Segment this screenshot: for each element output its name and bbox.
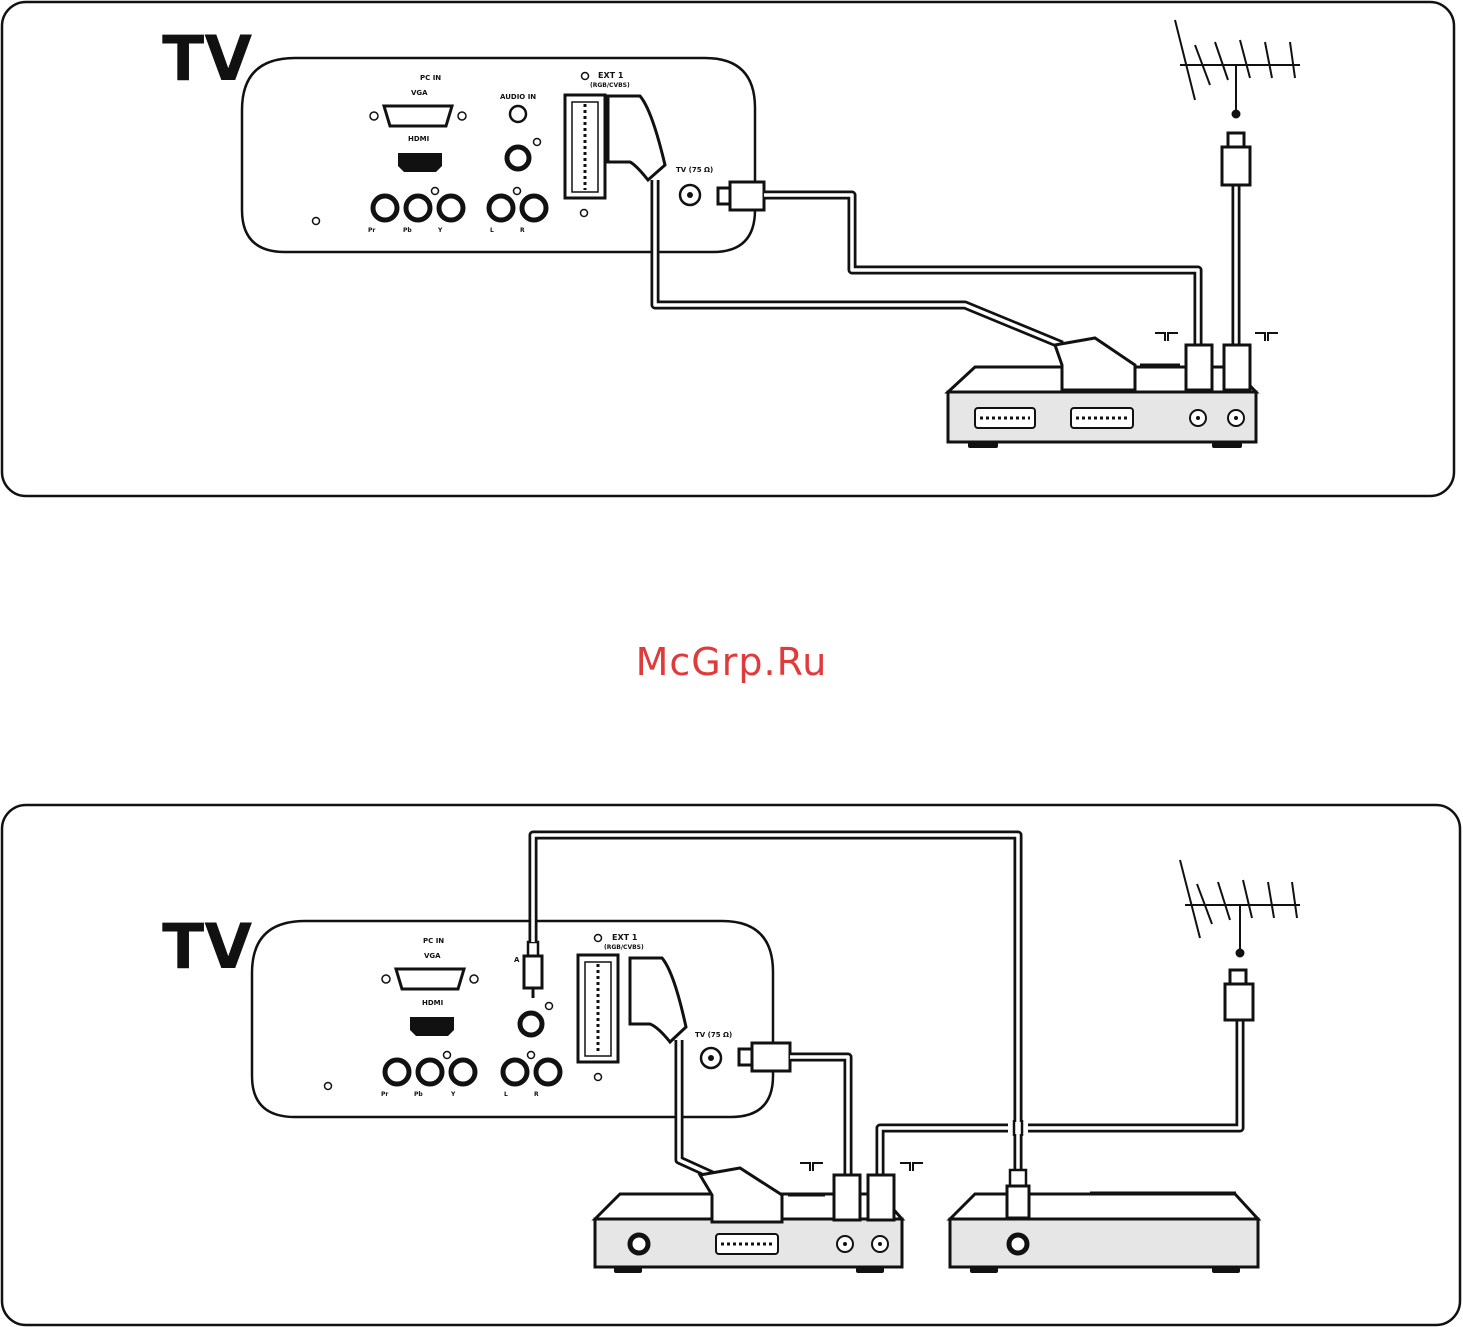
pc-in-label-bottom: PC IN — [423, 937, 444, 945]
r-label-bottom: R — [534, 1091, 539, 1098]
ext1-label-bottom: EXT 1 — [612, 933, 638, 942]
pr-label: Pr — [368, 227, 375, 234]
tv-ant-label: TV (75 Ω) — [676, 166, 713, 174]
hdmi-port — [398, 153, 442, 172]
vga-label-bottom: VGA — [424, 952, 441, 960]
scart-socket-ext1-bottom — [578, 955, 618, 1062]
hdmi-label: HDMI — [408, 135, 429, 143]
l-label: L — [490, 227, 494, 234]
ext1-sub-label: (RGB/CVBS) — [590, 82, 630, 89]
rca-jack — [507, 147, 529, 169]
device-amplifier-bottom — [950, 1194, 1258, 1273]
hdmi-label-bottom: HDMI — [422, 999, 443, 1007]
pc-in-label: PC IN — [420, 74, 441, 82]
ext1-sub-label-bottom: (RGB/CVBS) — [604, 944, 644, 951]
hdmi-port-bottom — [410, 1017, 454, 1036]
panel-bottom: TV PC IN VGA HDMI A 1 Pr Pb Y L R — [2, 805, 1460, 1325]
tv-ant-label-bottom: TV (75 Ω) — [695, 1031, 732, 1039]
r-label: R — [520, 227, 525, 234]
panel-top: TV PC IN VGA HDMI AUDIO IN Pr Pb Y — [2, 2, 1454, 496]
ext1-label: EXT 1 — [598, 71, 624, 80]
audio-in-label: AUDIO IN — [500, 93, 536, 101]
scart-socket-ext1 — [565, 95, 605, 198]
vga-label: VGA — [411, 89, 428, 97]
rca-plug-icon — [524, 956, 542, 988]
pb-label: Pb — [403, 227, 412, 234]
y-label: Y — [437, 227, 443, 234]
watermark: McGrp.Ru — [0, 640, 1463, 684]
tv-title-bottom: TV — [162, 910, 252, 983]
y-label-bottom: Y — [450, 1091, 456, 1098]
pr-label-bottom: Pr — [381, 1091, 388, 1098]
tv-title: TV — [162, 22, 252, 95]
l-label-bottom: L — [504, 1091, 508, 1098]
coax-plug-icon — [730, 182, 764, 210]
pb-label-bottom: Pb — [414, 1091, 423, 1098]
tv-back-panel-bottom — [252, 921, 773, 1117]
audio-in-jack — [510, 106, 526, 122]
